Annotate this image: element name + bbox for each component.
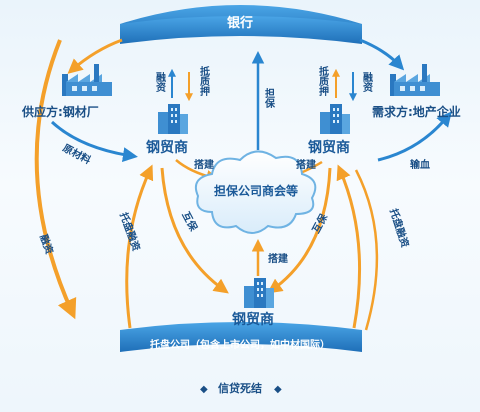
- arrow-trust-financing-right: [336, 164, 362, 329]
- arrow-trust-financing-right-outer: [354, 169, 379, 331]
- footer-bullet-left: ◆: [200, 384, 208, 395]
- left-financing-label: 融资: [154, 71, 166, 93]
- trader-bottom-label: 钢贸商: [232, 311, 274, 328]
- arrow-raw-material: [50, 120, 138, 163]
- guarantee-label: 担保: [263, 87, 276, 109]
- trust-financing-right-label: 托盘融资: [387, 207, 412, 249]
- supplier-label: 供应方:钢材厂: [21, 104, 99, 119]
- bank-bar: 银行: [120, 5, 362, 44]
- mutual-guarantee-left-label: 互保: [179, 209, 200, 234]
- trust-financing-left-label: 托盘融资: [117, 211, 143, 253]
- building-icon-bottom: [244, 278, 274, 308]
- left-collateral-label: 抵质押: [198, 65, 210, 97]
- right-financing-label: 融资: [361, 71, 373, 93]
- trust-company-bar: 托盘公司（包含上市公司，如中材国际）: [120, 322, 362, 352]
- transfusion-label: 输血: [410, 158, 430, 171]
- trust-company-label: 托盘公司（包含上市公司，如中材国际）: [150, 338, 330, 351]
- building-icon-right: [320, 104, 350, 134]
- trader-right-label: 钢贸商: [308, 139, 350, 156]
- factory-icon-demand: [390, 64, 440, 96]
- arrow-bank-to-supplier-curve: [67, 38, 123, 74]
- arrow-mutual-guarantee-left: [160, 167, 229, 294]
- building-icon-left: [158, 104, 188, 134]
- footer-bullet-right: ◆: [274, 384, 282, 395]
- arrow-trust-financing-left: [125, 164, 154, 329]
- build-left-label: 搭建: [194, 158, 215, 171]
- trader-left-label: 钢贸商: [146, 139, 188, 156]
- financing-outer-label: 融资: [37, 233, 56, 256]
- arrow-bank-to-demand-curve: [359, 38, 405, 71]
- arrow-mutual-guarantee-right: [267, 167, 332, 294]
- demand-label: 需求方:地产企业: [372, 104, 461, 119]
- arrow-transfusion: [377, 111, 452, 162]
- arrow-financing-outer-left: [34, 39, 77, 320]
- mutual-guarantee-right-label: 互保: [309, 211, 330, 236]
- right-collateral-label: 抵质押: [317, 65, 329, 97]
- build-bottom-label: 搭建: [268, 252, 289, 265]
- factory-icon: [62, 64, 112, 96]
- center-cloud: 担保公司商会等: [194, 150, 317, 234]
- build-right-label: 搭建: [296, 158, 317, 171]
- footer-label: 信贷死结: [218, 381, 262, 395]
- center-cloud-label: 担保公司商会等: [214, 183, 298, 198]
- footer: ◆ 信贷死结 ◆: [200, 381, 282, 395]
- bank-label: 银行: [227, 15, 253, 31]
